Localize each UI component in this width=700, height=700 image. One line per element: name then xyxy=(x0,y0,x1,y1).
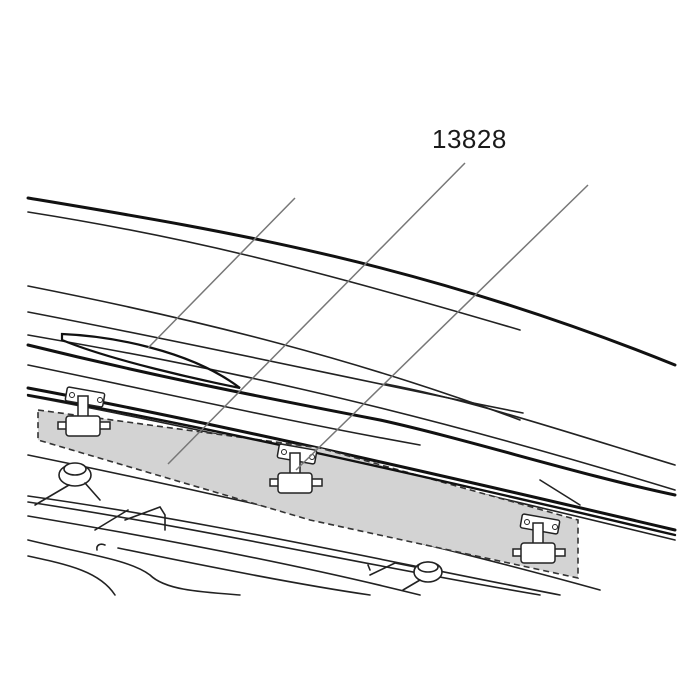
roof-box-lid xyxy=(26,196,677,506)
leader-lines xyxy=(147,162,589,471)
knob xyxy=(402,561,443,591)
knob xyxy=(34,462,101,506)
mounting-clip xyxy=(512,513,566,564)
highlight-region xyxy=(37,409,579,579)
mounting-clip xyxy=(57,386,111,437)
leader-line xyxy=(167,162,466,465)
part-number-label: 13828 xyxy=(432,124,507,154)
leader-line xyxy=(147,197,296,349)
leader-line xyxy=(295,184,589,471)
mounting-clip xyxy=(269,443,323,494)
